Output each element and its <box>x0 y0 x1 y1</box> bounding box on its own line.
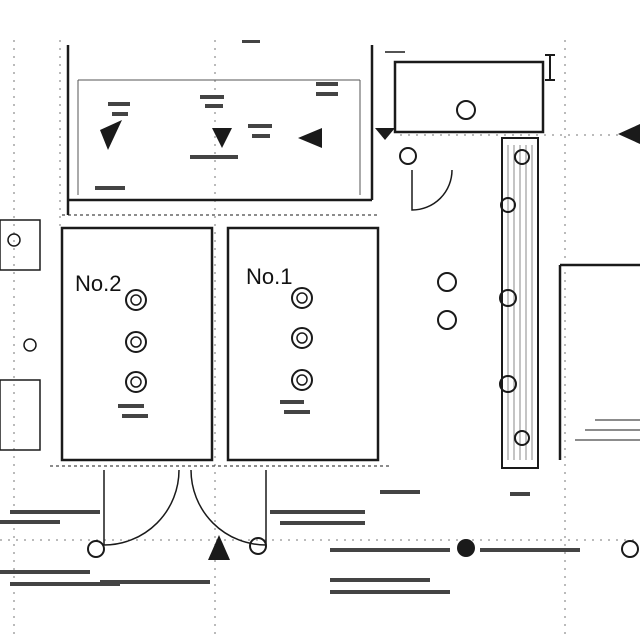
bottom-annotations <box>0 490 580 594</box>
round-fixture-icon <box>457 539 475 557</box>
round-fixture-icon <box>291 369 313 391</box>
round-fixture-icon <box>125 331 147 353</box>
door-swing-icon <box>411 169 453 211</box>
round-fixture-icon <box>514 149 530 165</box>
room-no1-label: No.1 <box>246 264 292 289</box>
round-fixture-icon <box>500 197 516 213</box>
round-fixture-icon <box>499 289 517 307</box>
round-fixture-icon <box>291 327 313 349</box>
round-fixture-icon <box>499 375 517 393</box>
round-fixture-icon <box>125 289 147 311</box>
triangle-marker-icon <box>298 128 322 148</box>
round-fixture-icon <box>87 540 105 558</box>
triangle-marker-icon <box>100 120 122 150</box>
triangle-marker-icon <box>208 535 230 560</box>
fixtures-room-no2 <box>125 289 147 393</box>
round-fixture-icon <box>437 272 457 292</box>
right-lower-room-walls <box>558 263 640 460</box>
upper-hall-walls <box>66 45 374 215</box>
triangle-marker-icon <box>618 124 640 144</box>
round-fixture-icon <box>514 430 530 446</box>
triangle-marker-icon <box>375 128 395 140</box>
room-no1-walls <box>226 226 380 462</box>
annotation-marks <box>95 40 338 190</box>
round-fixture-icon <box>125 371 147 393</box>
left-edge-equipment <box>0 219 41 451</box>
round-fixture-icon <box>291 287 313 309</box>
upper-hall-inner-lines <box>77 79 361 195</box>
room-no2-label: No.2 <box>75 271 121 296</box>
door-swing-icon <box>103 469 180 546</box>
round-fixture-icon <box>456 100 476 120</box>
triangle-marker-icon <box>212 128 232 148</box>
round-fixture-icon <box>399 147 417 165</box>
round-fixture-icon <box>437 310 457 330</box>
hatched-corridor <box>501 137 539 469</box>
round-fixture-icon <box>621 540 639 558</box>
room-no2-walls <box>60 226 214 462</box>
fixtures-room-no1 <box>291 287 313 391</box>
right-upper-room-walls <box>393 60 545 134</box>
round-fixture-icon <box>249 537 267 555</box>
dashed-grid-lines <box>0 40 640 640</box>
door-swing-icon <box>190 469 267 546</box>
